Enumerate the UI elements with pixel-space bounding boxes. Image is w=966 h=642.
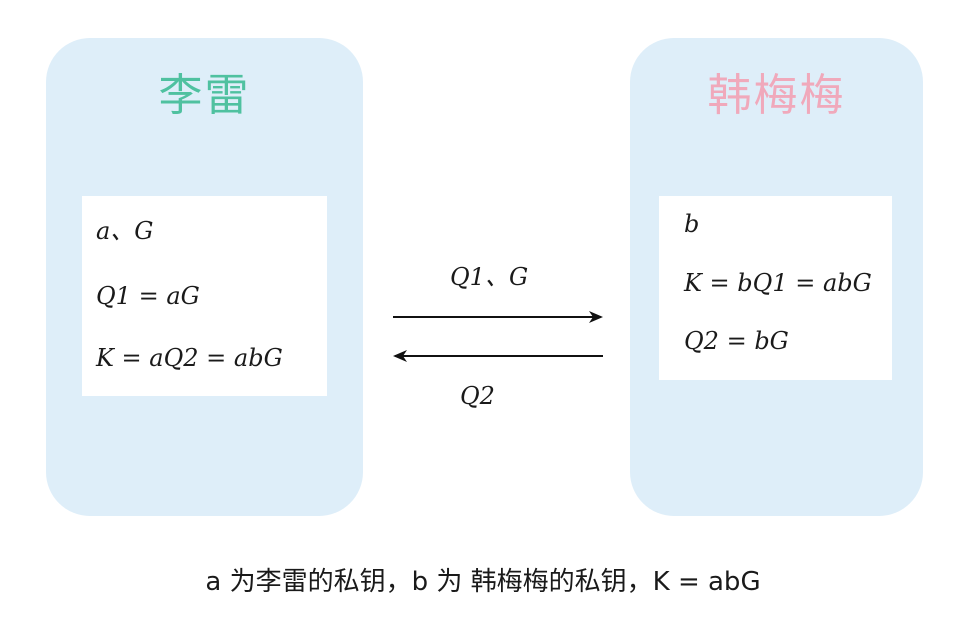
hanmeimei-private-value: b [684, 210, 700, 238]
diagram-caption: a 为李雷的私钥，b 为 韩梅梅的私钥，K = abG [205, 567, 761, 597]
backward-arrow-label: Q2 [460, 382, 495, 410]
hanmeimei-shared-key-formula: K = bQ1 = abG [684, 269, 872, 297]
lilei-private-values: a、G [96, 217, 154, 245]
lilei-q1-formula: Q1 = aG [96, 282, 200, 310]
lilei-formula-card [82, 196, 327, 396]
hanmeimei-title: 韩梅梅 [707, 70, 846, 121]
lilei-shared-key-formula: K = aQ2 = abG [96, 344, 283, 372]
hanmeimei-q2-formula: Q2 = bG [684, 327, 789, 355]
lilei-title: 李雷 [158, 70, 251, 121]
hanmeimei-formula-card [659, 196, 892, 380]
forward-arrow-label: Q1、G [450, 263, 529, 291]
